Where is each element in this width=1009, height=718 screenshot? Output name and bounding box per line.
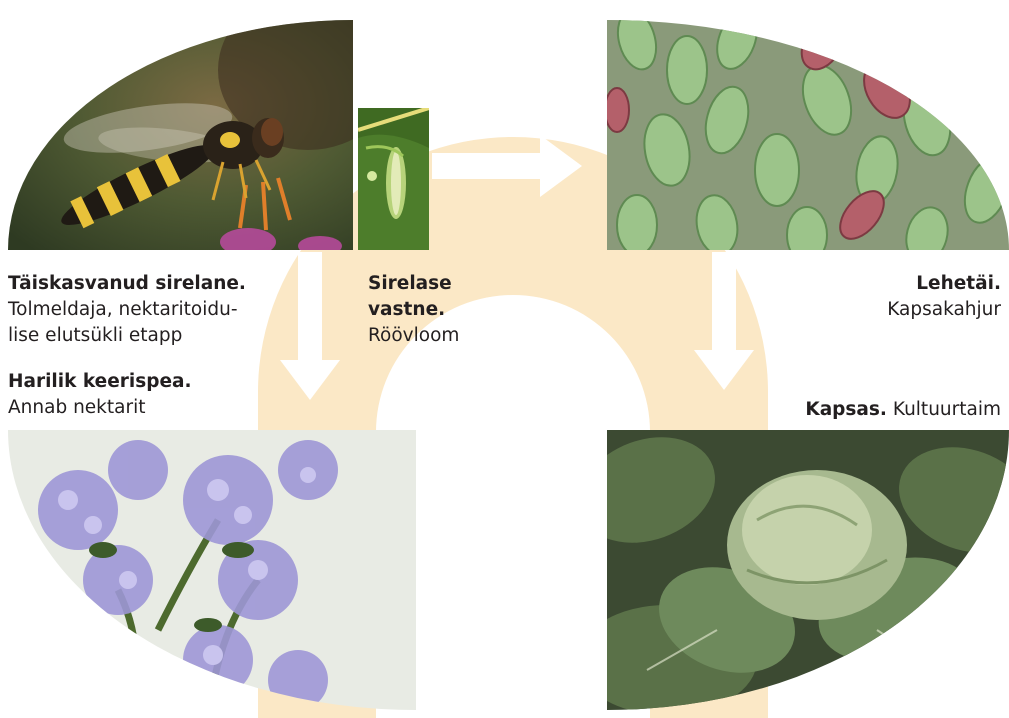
arrow-down-right bbox=[694, 252, 754, 390]
adult-hoverfly-desc-line1: Tolmeldaja, nektaritoidu- bbox=[8, 299, 238, 320]
cabbage-caption: Kapsas. Kultuurtaim bbox=[780, 397, 1001, 423]
larva-title-line1: Sirelase bbox=[368, 273, 452, 294]
hoverfly-larva-photo bbox=[358, 108, 429, 250]
adult-hoverfly-caption: Täiskasvanud sirelane. Tolmeldaja, nekta… bbox=[8, 271, 268, 349]
cabbage-title: Kapsas. bbox=[805, 399, 887, 420]
arrow-right bbox=[432, 135, 582, 197]
larva-caption: Sirelase vastne. Röövloom bbox=[368, 271, 488, 349]
adult-hoverfly-title: Täiskasvanud sirelane. bbox=[8, 273, 246, 294]
arrow-down-left bbox=[280, 252, 340, 400]
aphid-caption: Lehetäi. Kapsakahjur bbox=[820, 271, 1001, 323]
adult-hoverfly-desc-line2: lise elutsükli etapp bbox=[8, 325, 182, 346]
larva-title-line2: vastne. bbox=[368, 299, 445, 320]
phacelia-caption: Harilik keerispea. Annab nektarit bbox=[8, 369, 268, 421]
phacelia-desc: Annab nektarit bbox=[8, 397, 145, 418]
cabbage-desc: Kultuurtaim bbox=[893, 399, 1001, 420]
aphid-desc: Kapsakahjur bbox=[887, 299, 1001, 320]
phacelia-title: Harilik keerispea. bbox=[8, 371, 192, 392]
aphid-title: Lehetäi. bbox=[916, 273, 1001, 294]
larva-desc: Röövloom bbox=[368, 325, 459, 346]
